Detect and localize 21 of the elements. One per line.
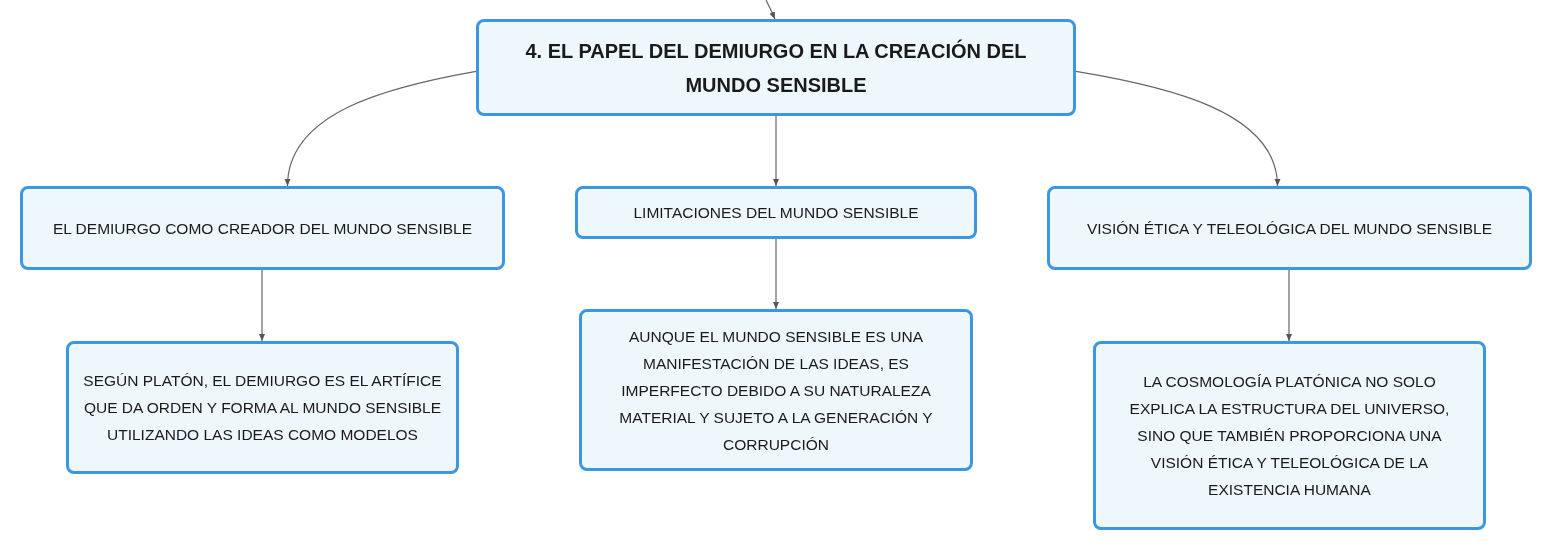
topic-box <box>476 19 1076 116</box>
subtopic-box <box>575 186 977 239</box>
text-box <box>1093 341 1486 530</box>
topic-title: 4. EL PAPEL DEL DEMIURGO EN LA CREACIÓN DEL MUNDO SENSIBLE <box>524 38 1028 98</box>
node-text: AUNQUE EL MUNDO SENSIBLE ES UNA MANIFESTACIÓN DE LAS IDEAS, ES IMPERFECTO DEBIDO A SU NATURALEZA MATERIAL Y SUJETO A LA GENERACIÓN Y CORRUPCIÓN <box>618 326 934 455</box>
text-box <box>66 341 459 474</box>
text-box <box>579 309 973 471</box>
subtopic-box <box>1047 186 1532 270</box>
connector-arrow <box>773 115 779 187</box>
connector-arrow <box>765 0 776 20</box>
node-text: EL DEMIURGO COMO CREADOR DEL MUNDO SENSIBLE <box>52 218 473 239</box>
connector-arrow <box>1075 70 1280 187</box>
connector-arrow <box>259 269 265 342</box>
node-text: LA COSMOLOGÍA PLATÓNICA NO SOLO EXPLICA LA ESTRUCTURA DEL UNIVERSO, SINO QUE TAMBIÉN PROPORCIONA UNA VISIÓN ÉTICA Y TELEOLÓGICA DE LA EXISTENCIA HUMANA <box>1128 372 1451 500</box>
connector-arrow <box>1286 269 1292 342</box>
node-text: SEGÚN PLATÓN, EL DEMIURGO ES EL ARTÍFICE QUE DA ORDEN Y FORMA AL MUNDO SENSIBLE UTILIZANDO LAS IDEAS COMO MODELOS <box>83 371 442 445</box>
node-text: LIMITACIONES DEL MUNDO SENSIBLE <box>633 203 919 223</box>
subtopic-box <box>20 186 505 270</box>
connector-arrow <box>773 238 779 310</box>
node-text: VISIÓN ÉTICA Y TELEOLÓGICA DEL MUNDO SENSIBLE <box>1086 218 1493 239</box>
connector-arrow <box>285 70 477 187</box>
